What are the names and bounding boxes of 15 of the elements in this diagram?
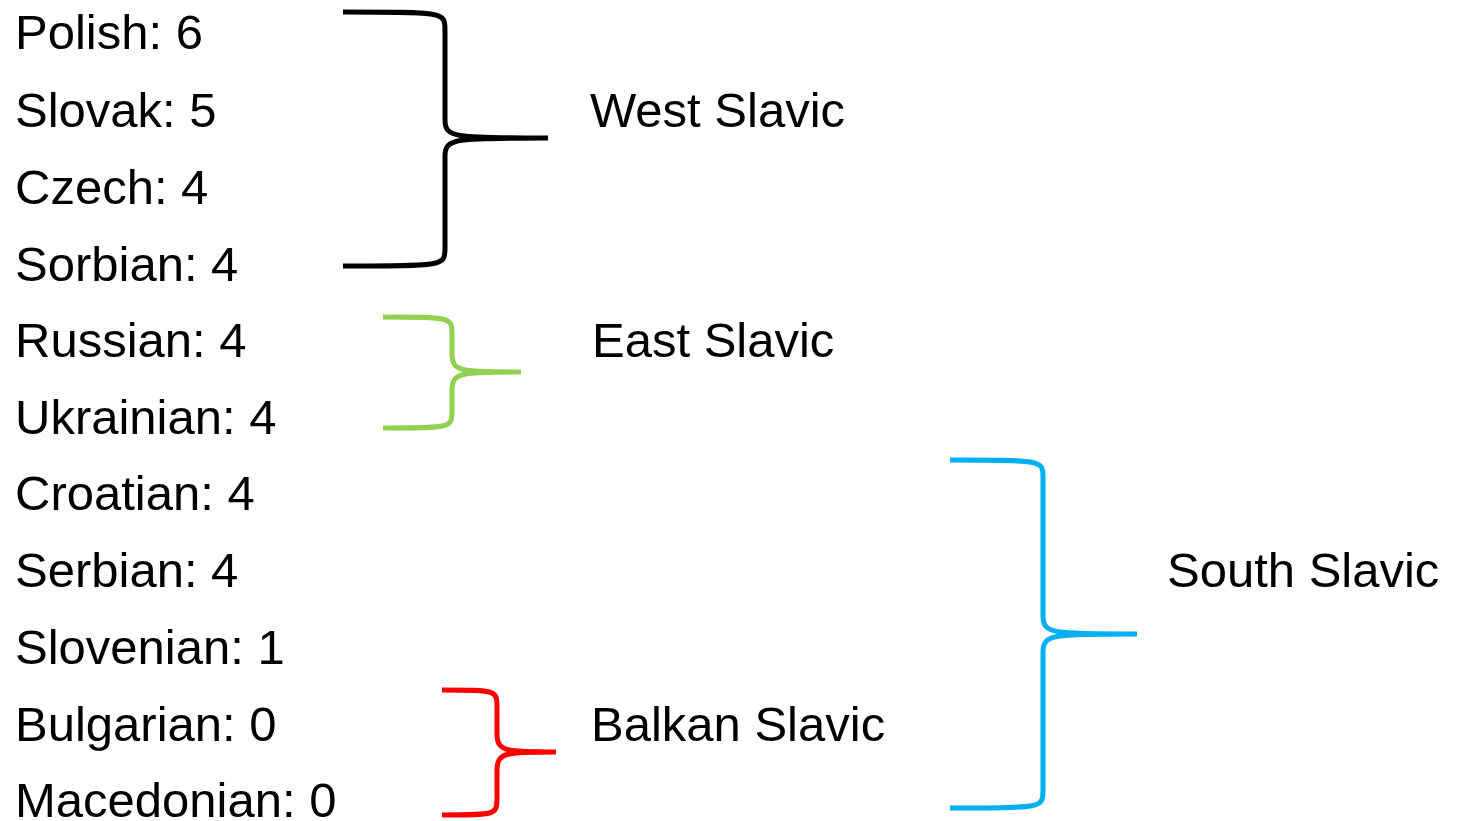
language-score: Serbian: 4 — [15, 542, 239, 598]
language-score: Macedonian: 0 — [15, 772, 337, 821]
group-name: South Slavic — [1167, 542, 1440, 598]
language-score: Russian: 4 — [15, 312, 247, 368]
language-score: Ukrainian: 4 — [15, 389, 277, 445]
group-name: East Slavic — [592, 312, 835, 368]
group-name: Balkan Slavic — [591, 696, 886, 752]
language-score: Slovenian: 1 — [15, 619, 285, 675]
language-score: Slovak: 5 — [15, 82, 217, 138]
language-score: Bulgarian: 0 — [15, 696, 277, 752]
group-name: West Slavic — [590, 82, 846, 138]
language-score: Croatian: 4 — [15, 465, 255, 521]
language-score: Czech: 4 — [15, 159, 209, 215]
language-score: Sorbian: 4 — [15, 236, 239, 292]
language-score: Polish: 6 — [15, 4, 203, 60]
